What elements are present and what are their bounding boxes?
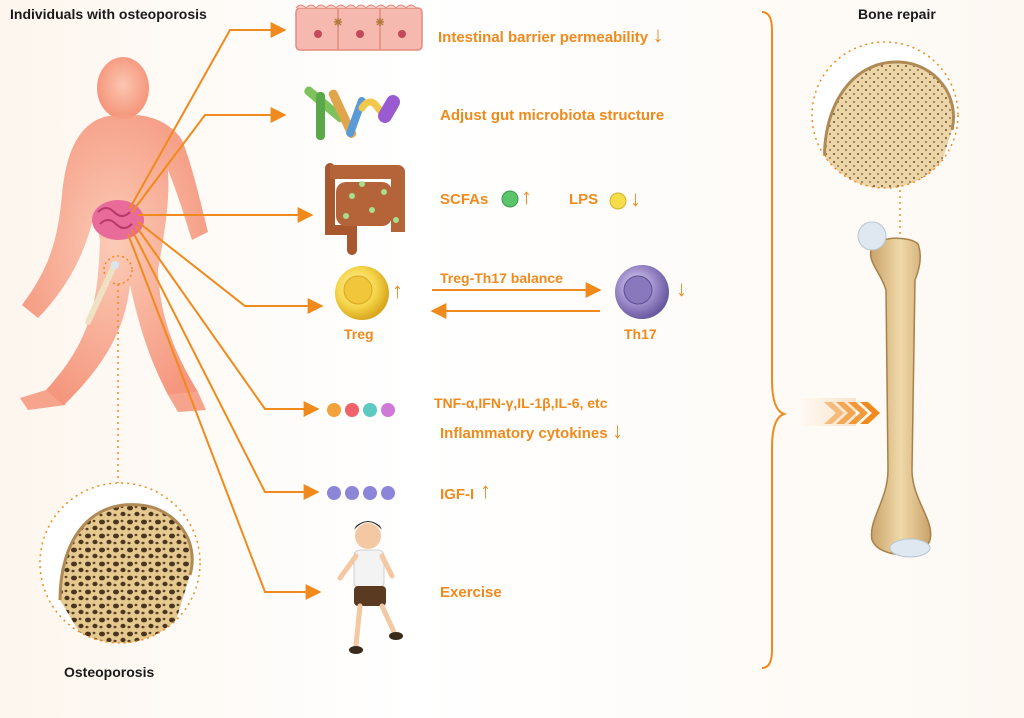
microbiota-label: Adjust gut microbiota structure (440, 107, 665, 124)
lps-label: LPS (569, 191, 599, 208)
treg-th17-balance-label: Treg-Th17 balance (440, 270, 563, 286)
igf-label: IGF-I (440, 486, 475, 503)
running-child-icon (337, 521, 403, 654)
cytokine-list-label: TNF-α,IFN-γ,IL-1β,IL-6, etc (434, 395, 608, 411)
cytokines-row: Inflammatory cytokines ↓ (440, 418, 623, 444)
treg-up-arrow: ↑ (392, 278, 403, 303)
lps-ball-icon (609, 192, 627, 210)
large-intestine-icon (325, 163, 405, 255)
barrier-down-arrow: ↓ (652, 22, 664, 47)
barrier-label: Intestinal barrier permeability (438, 29, 649, 46)
lps-down-arrow: ↓ (630, 186, 641, 211)
intestine-on-figure-icon (92, 200, 144, 240)
intestinal-epithelium-icon (295, 4, 423, 51)
right-title: Bone repair (858, 6, 936, 22)
healthy-femur-icon (857, 221, 932, 558)
igf-up-arrow: ↑ (480, 478, 491, 503)
progress-chevrons-icon (796, 398, 880, 426)
th17-label: Th17 (624, 326, 657, 342)
osteoporosis-label: Osteoporosis (64, 664, 155, 680)
effect-arrows (127, 22, 324, 600)
igf-balls (327, 486, 395, 500)
balance-arrows (430, 282, 602, 319)
treg-label: Treg (344, 326, 374, 342)
scfa-ball-icon (501, 190, 519, 208)
th17-cell-icon (615, 265, 669, 319)
healthy-bone-zoom (811, 41, 959, 189)
scfas-up-arrow: ↑ (521, 184, 532, 209)
left-title: Individuals with osteoporosis (10, 6, 207, 22)
barrier-row: Intestinal barrier permeability ↓ (438, 22, 664, 48)
osteoporosis-bone-zoom (39, 482, 201, 644)
th17-down-arrow: ↓ (676, 276, 687, 301)
gut-microbiota-icon (304, 86, 400, 140)
treg-cell-icon (335, 266, 389, 320)
cytokines-label: Inflammatory cytokines (440, 425, 608, 442)
cytokines-down-arrow: ↓ (612, 418, 624, 443)
human-figure (20, 57, 208, 412)
exercise-label: Exercise (440, 584, 502, 601)
femur-on-figure-icon (85, 255, 133, 325)
grouping-brace (761, 11, 788, 669)
cytokine-balls (327, 403, 395, 417)
scfas-label: SCFAs (440, 191, 489, 208)
